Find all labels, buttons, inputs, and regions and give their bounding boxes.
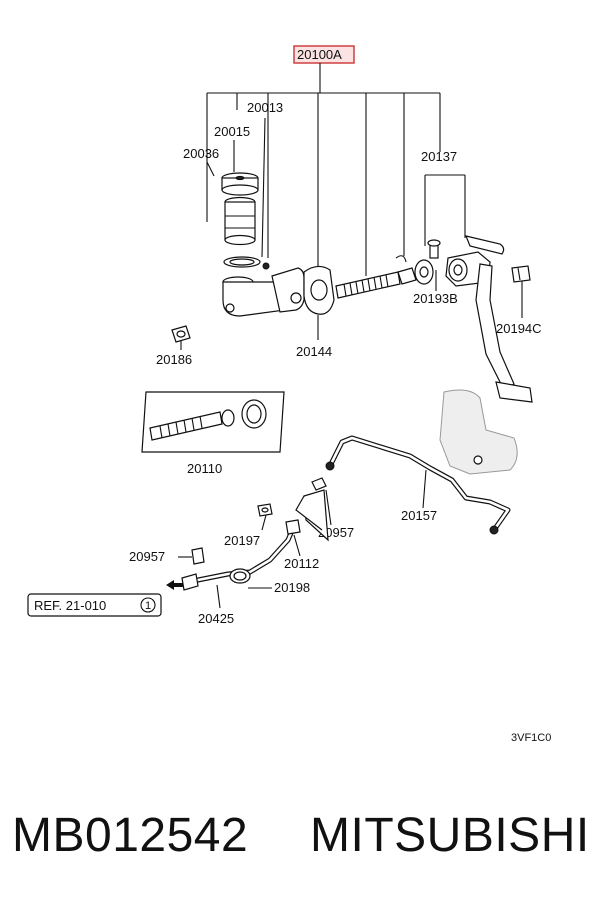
label-20425: 20425 — [198, 611, 234, 626]
ref-text: REF. 21-010 — [34, 598, 106, 613]
ref-number: 1 — [145, 600, 151, 612]
assembly-bracket — [206, 63, 441, 276]
label-20197: 20197 — [224, 533, 260, 548]
label-20186: 20186 — [156, 352, 192, 367]
seal-ring-20013 — [223, 256, 270, 270]
repair-kit-20110 — [141, 391, 285, 453]
hose-20425 — [181, 519, 301, 591]
footer-part-number: MB012542 — [12, 809, 249, 862]
pipe-20157 — [325, 435, 511, 535]
label-20957-left: 20957 — [129, 549, 165, 564]
label-20137: 20137 — [421, 149, 457, 164]
label-diagram-code: 3VF1C0 — [511, 732, 551, 744]
clip-20957 — [191, 547, 205, 565]
label-20198: 20198 — [274, 580, 310, 595]
master-cylinder-housing — [222, 267, 305, 317]
footer-brand-name: MITSUBISHI — [310, 809, 590, 862]
bolt-20186 — [171, 325, 191, 343]
ref-box: REF. 21-010 1 — [27, 593, 162, 617]
assembly-label-box — [293, 45, 355, 64]
label-20112: 20112 — [284, 556, 319, 571]
label-20100a: 20100A — [297, 47, 342, 62]
leader-lines — [178, 117, 523, 609]
cylinder-body-20015 — [224, 196, 256, 246]
bolt-20197 — [257, 503, 273, 517]
firewall-body — [439, 389, 518, 475]
label-20013: 20013 — [247, 100, 283, 115]
gasket-20144 — [303, 265, 335, 315]
cylinder-cap-20036 — [221, 172, 259, 196]
label-20015: 20015 — [214, 124, 250, 139]
clip-20194c — [511, 265, 531, 283]
clutch-pedal — [465, 235, 533, 403]
label-20193b: 20193B — [413, 291, 458, 306]
label-20110: 20110 — [187, 461, 222, 476]
label-20194c: 20194C — [496, 321, 542, 336]
push-rod — [335, 255, 417, 299]
ref-arrow — [166, 580, 184, 590]
label-20144: 20144 — [296, 344, 332, 359]
label-20036: 20036 — [183, 146, 219, 161]
bracket-20112 — [295, 477, 329, 542]
label-20157: 20157 — [401, 508, 437, 523]
